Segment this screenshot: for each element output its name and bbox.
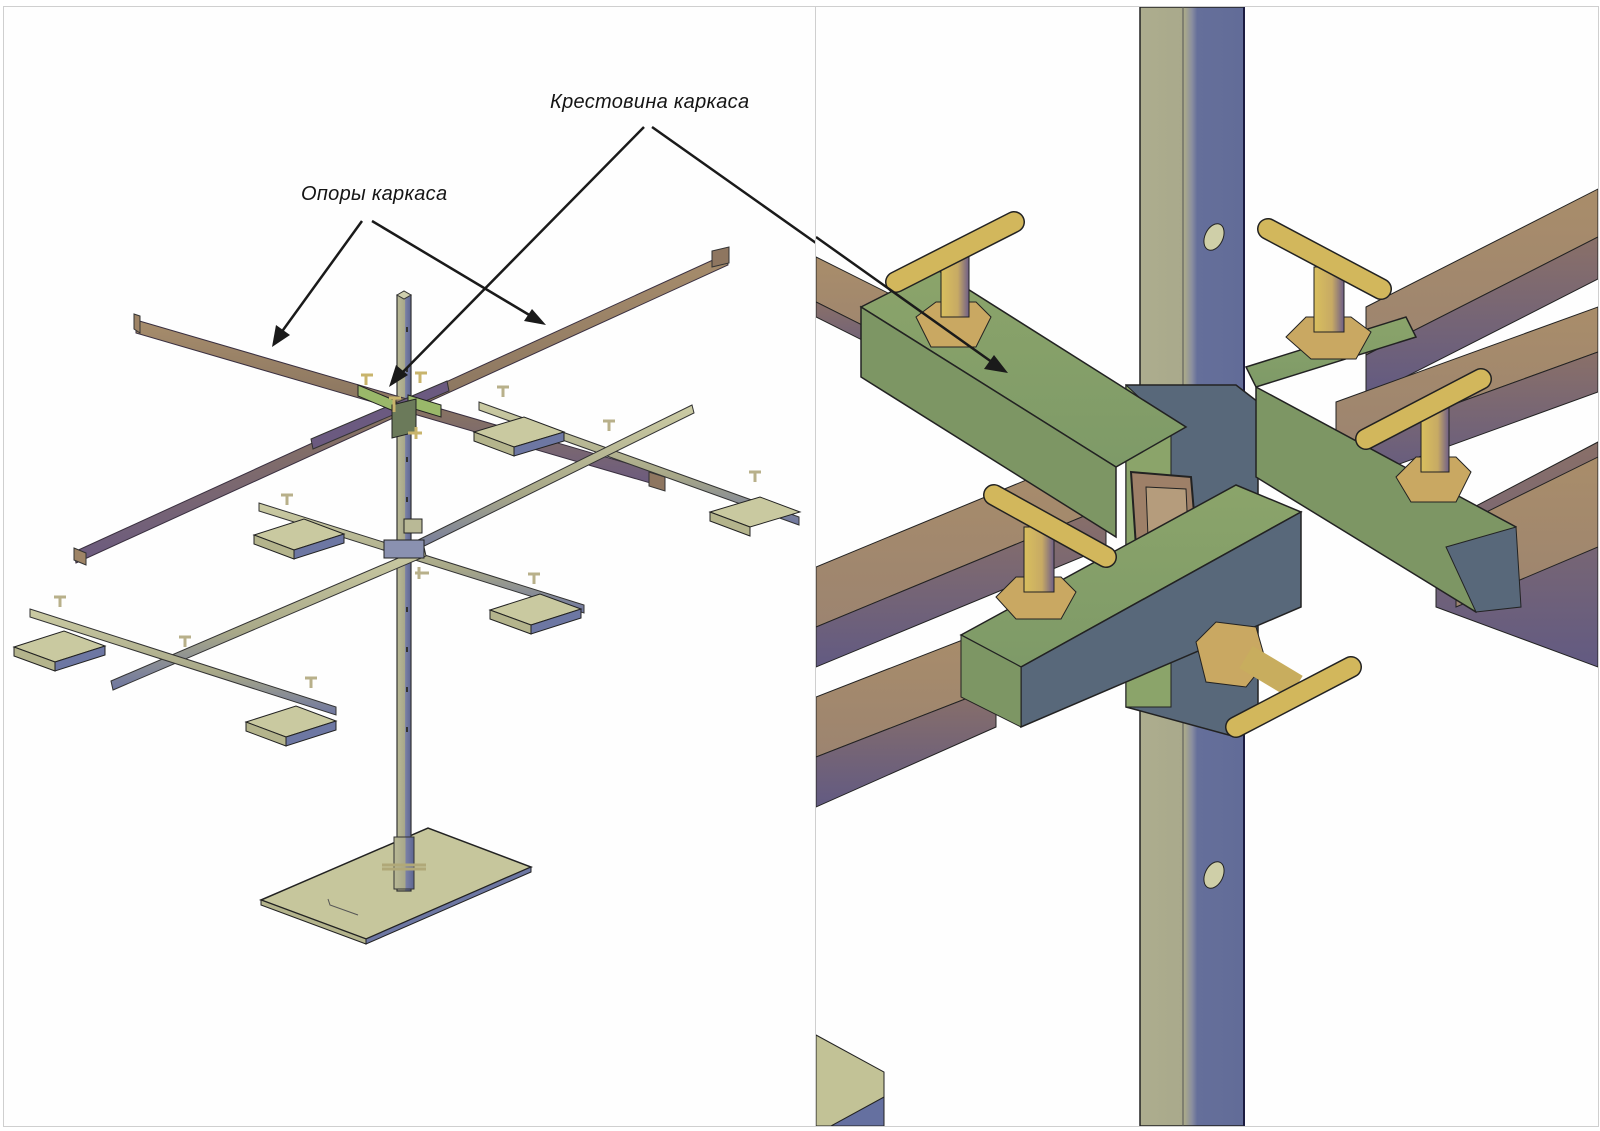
arrow-support-right-head bbox=[524, 309, 546, 325]
post-hole-bottom bbox=[1203, 861, 1225, 889]
pad-2 bbox=[708, 496, 802, 537]
t-screw-2 bbox=[1257, 218, 1392, 360]
pad-4 bbox=[488, 593, 583, 635]
supports-label: Опоры каркаса bbox=[301, 183, 448, 205]
t-screw-1 bbox=[885, 211, 1025, 348]
post-hole-top bbox=[1203, 223, 1225, 251]
pad-3 bbox=[252, 518, 346, 560]
detail-panel bbox=[815, 6, 1599, 1127]
t-screw-5 bbox=[1195, 621, 1362, 738]
detail-pad-corner bbox=[816, 1034, 885, 1126]
upper-cross-joint bbox=[357, 371, 442, 439]
vertical-post bbox=[382, 290, 426, 892]
pad-6 bbox=[244, 705, 338, 747]
detail-arrow-head bbox=[984, 355, 1008, 373]
pad-5 bbox=[12, 630, 107, 672]
detail-cross-arms bbox=[859, 268, 1522, 729]
arrow-support-left-head bbox=[272, 325, 290, 347]
arrow-support-right bbox=[371, 219, 537, 321]
arrow-cross-left bbox=[395, 126, 645, 380]
cross-label: Крестовина каркаса bbox=[550, 91, 750, 113]
detail-annotation-arrow bbox=[816, 235, 1008, 373]
t-screw-3 bbox=[1355, 368, 1492, 503]
t-screw-4 bbox=[983, 484, 1117, 620]
pad-1 bbox=[472, 416, 566, 457]
annotation-arrows bbox=[272, 125, 816, 387]
arrow-cross-right bbox=[651, 125, 816, 245]
detail-t-screws bbox=[885, 211, 1492, 738]
arrow-support-left bbox=[276, 220, 364, 338]
overview-panel: Опоры каркаса Крестовина каркаса bbox=[3, 6, 817, 1127]
arrow-cross-left-head bbox=[389, 365, 408, 387]
frame-overview-drawing bbox=[12, 125, 816, 945]
cross-joint-detail-drawing bbox=[816, 7, 1598, 1126]
support-pads bbox=[12, 416, 802, 747]
